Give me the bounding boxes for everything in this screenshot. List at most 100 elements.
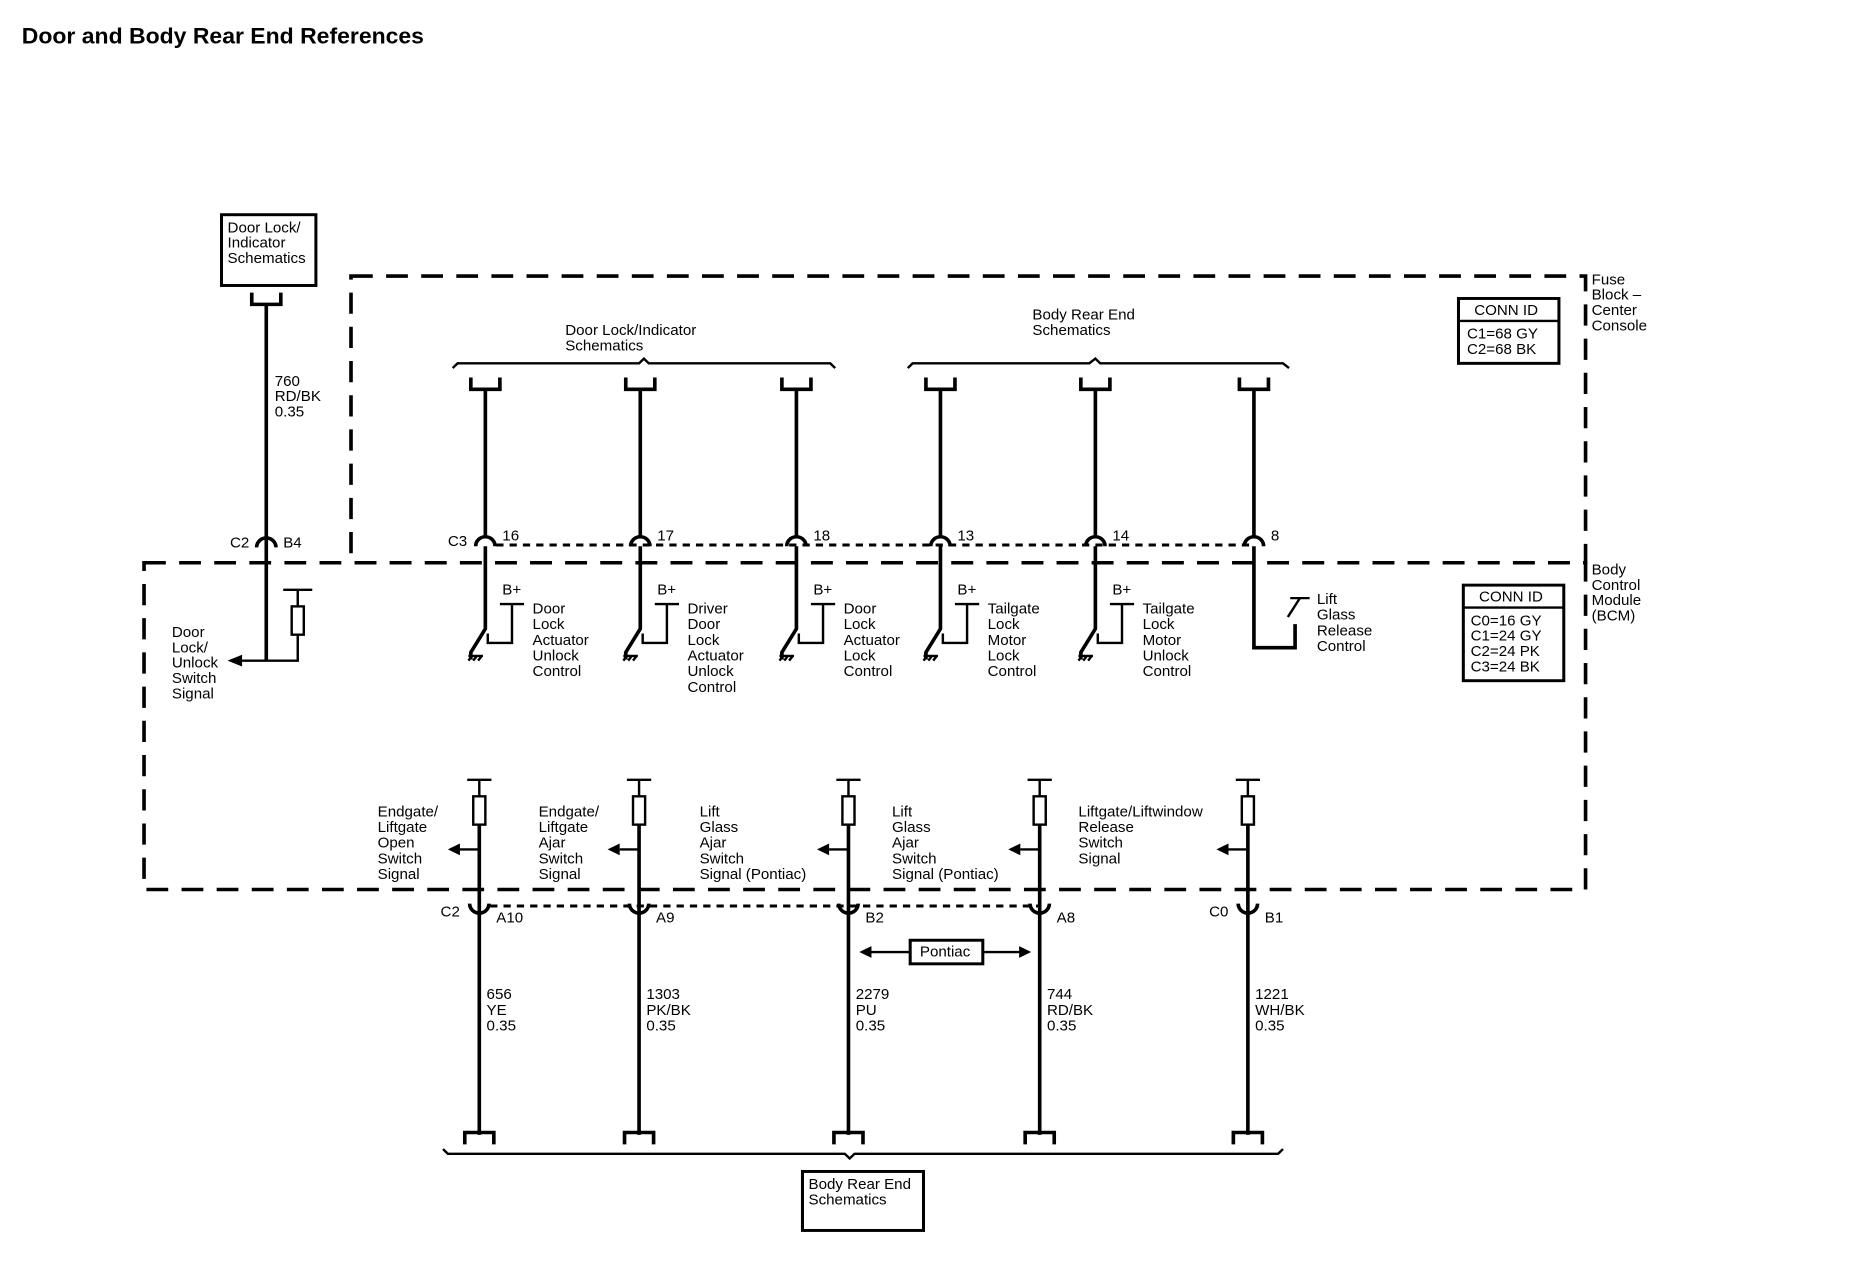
svg-text:Schematics: Schematics [1032, 322, 1110, 339]
wire-spec: 0.35 [856, 1018, 885, 1035]
svg-text:Pontiac: Pontiac [920, 944, 971, 961]
door-lock-indicator-ref-link[interactable]: Door Lock/Indicator [565, 322, 696, 339]
svg-text:Schematics: Schematics [565, 338, 643, 355]
pin-number: 8 [1271, 527, 1279, 544]
connector-pin-icon [784, 535, 808, 547]
release-wire [1252, 546, 1297, 650]
body-rear-group-bracket [906, 357, 1290, 369]
fuse-block-boundary [349, 274, 1588, 565]
ground-icon [922, 654, 939, 662]
resistor-icon [1240, 795, 1256, 826]
resistor-icon [631, 795, 647, 826]
svg-text:Door Lock/: Door Lock/ [228, 220, 302, 237]
connector-terminal-icon [462, 1130, 496, 1145]
output-label: Door [533, 601, 566, 618]
input-label: Liftgate [539, 819, 589, 836]
conn-id-fuse-table: CONN ID C1=68 GY C2=68 BK [1456, 296, 1561, 365]
connector-id: C2 [441, 904, 460, 921]
pin-number: B2 [865, 910, 883, 927]
connector-terminal-icon [1237, 377, 1271, 392]
wire-spec: RD/BK [1047, 1002, 1093, 1019]
pin-number: 18 [813, 527, 830, 544]
connector-pin-icon [1242, 535, 1266, 547]
output-label: Door [687, 616, 720, 633]
pin-number: A10 [496, 910, 523, 927]
output-label: Lock [844, 616, 876, 633]
input-label: Switch [700, 851, 745, 868]
input-label: Switch [378, 851, 423, 868]
output-label: Motor [1143, 632, 1182, 649]
output-label: Door [844, 601, 877, 618]
svg-text:Body: Body [1592, 562, 1627, 579]
connector-pin-icon [467, 903, 491, 915]
input-label: Release [1078, 819, 1133, 836]
wire-spec: 1303 [646, 986, 680, 1003]
output-label: Unlock [1143, 648, 1190, 665]
b-plus-feed [641, 602, 680, 645]
wire-spec: 1221 [1255, 986, 1289, 1003]
svg-text:Block –: Block – [1592, 287, 1642, 304]
output-label: Actuator [687, 648, 743, 665]
svg-text:B4: B4 [283, 535, 301, 552]
b-plus-feed [941, 602, 980, 645]
input-label: Signal (Pontiac) [892, 866, 999, 883]
output-label: Unlock [533, 648, 580, 665]
svg-text:RD/BK: RD/BK [275, 388, 321, 405]
bcm-label: Body Control Module (BCM) [1592, 562, 1642, 625]
svg-text:Center: Center [1592, 302, 1637, 319]
ground-icon [1077, 654, 1093, 662]
output-label: Lock [533, 616, 565, 633]
wire-spec: 0.35 [1255, 1018, 1284, 1035]
body-rear-end-ref-box[interactable]: Body Rear End Schematics [800, 1169, 926, 1232]
body-rear-end-ref-link-top[interactable]: Body Rear End [1032, 307, 1134, 324]
svg-text:C2: C2 [230, 535, 249, 552]
output-label: Tailgate [1143, 601, 1195, 618]
arrow-left-icon [227, 654, 243, 667]
pin-number: 16 [502, 527, 519, 544]
ground-icon [622, 654, 638, 662]
input-label: Open [378, 835, 415, 852]
door-lock-group-bracket [451, 356, 837, 369]
b-plus-label: B+ [957, 582, 976, 599]
output-label: Lock [844, 648, 876, 665]
resistor-icon [841, 795, 856, 826]
output-circuits: 16B+DoorLockActuatorUnlockControl17B+Dri… [467, 377, 1372, 696]
ground-icon [467, 654, 483, 662]
input-label: Lift [892, 804, 913, 821]
fuse-block-label: Fuse Block – Center Console [1592, 271, 1647, 334]
wire-spec: 0.35 [487, 1018, 516, 1035]
wire-spec: 0.35 [1047, 1018, 1076, 1035]
svg-text:760: 760 [275, 373, 300, 390]
pin-number: A9 [656, 910, 674, 927]
pullup-wire [242, 588, 313, 662]
pontiac-tag: Pontiac [859, 938, 1032, 966]
pullup-supply [626, 778, 652, 797]
output-label: Actuator [533, 632, 589, 649]
b-plus-label: B+ [813, 582, 832, 599]
door-lock-indicator-ref-box[interactable]: Door Lock/ Indicator Schematics [219, 213, 318, 287]
body-rear-bottom-bracket [442, 1148, 1284, 1161]
input-label: Liftgate [378, 819, 428, 836]
input-label: Endgate/ [378, 804, 439, 821]
arrow-left-icon [1216, 843, 1229, 856]
pullup-supply [1027, 778, 1052, 797]
connector-terminal-icon [924, 377, 957, 392]
input-label: Signal [539, 866, 581, 883]
output-label: Control [1143, 663, 1192, 680]
svg-text:C2=24 PK: C2=24 PK [1471, 643, 1540, 660]
b-plus-feed [486, 602, 525, 645]
connector-terminal-icon [622, 1130, 656, 1145]
resistor-icon [1032, 795, 1047, 826]
pin-number: A8 [1057, 910, 1075, 927]
input-circuit: A9Endgate/LiftgateAjarSwitchSignal1303PK… [539, 778, 691, 1145]
output-label: Driver [687, 601, 727, 618]
pullup-supply [836, 778, 861, 797]
